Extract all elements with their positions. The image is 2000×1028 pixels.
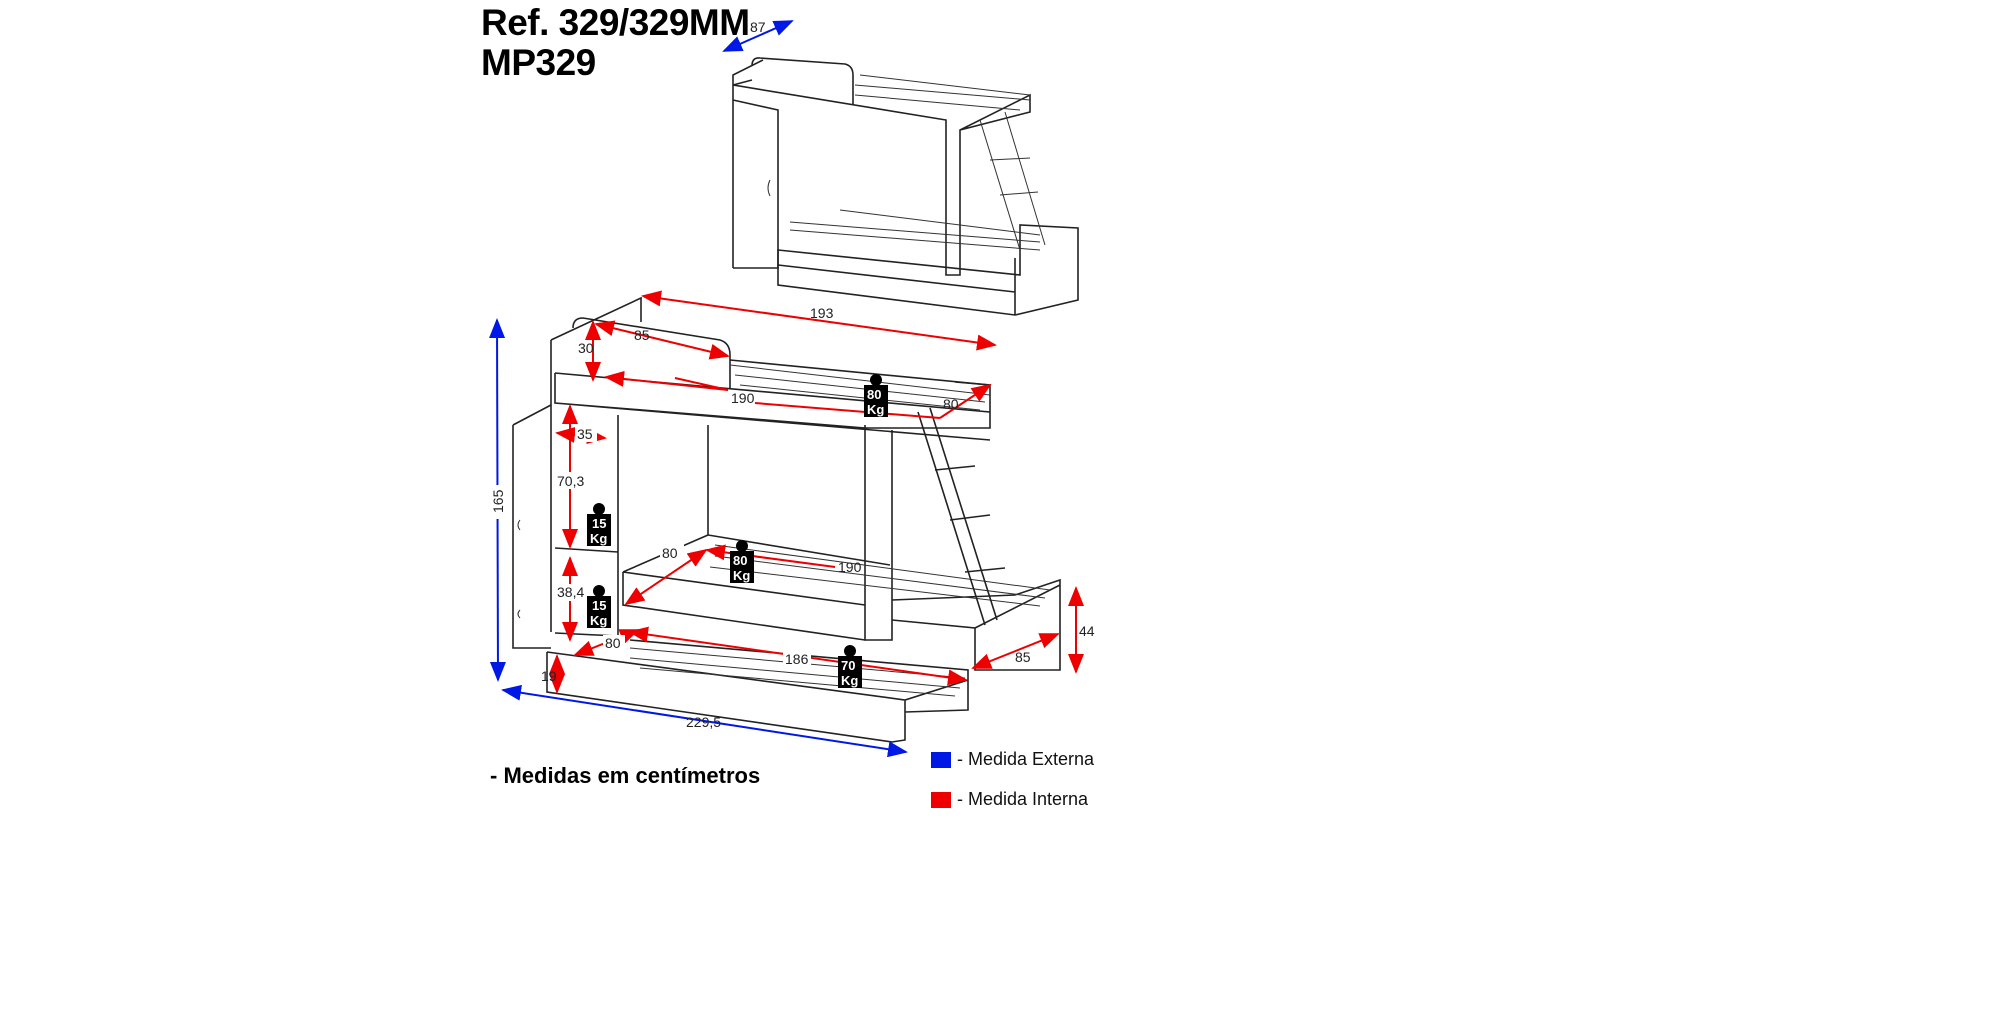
legend-external: - Medida Externa: [931, 749, 1094, 770]
reference-title: Ref. 329/329MM: [481, 2, 750, 43]
dim-186: 186: [785, 651, 809, 667]
dim-80-trundle: 80: [605, 635, 621, 651]
dim-190-upper: 190: [731, 390, 755, 406]
dim-30: 30: [578, 340, 594, 356]
dim-80-lower: 80: [662, 545, 678, 561]
dim-depth-87: 87: [750, 19, 766, 35]
dim-229-5: 229,5: [686, 714, 721, 730]
svg-text:Kg: Kg: [590, 613, 607, 628]
dim-19: 19: [541, 668, 557, 684]
dim-35: 35: [577, 426, 593, 442]
dim-80-upper: 80: [943, 396, 959, 412]
model-code: MP329: [481, 42, 596, 83]
units-note: - Medidas em centímetros: [490, 763, 761, 788]
dim-85-headboard: 85: [634, 327, 650, 343]
dim-85-base: 85: [1015, 649, 1031, 665]
legend-label: - Medida Externa: [957, 749, 1095, 769]
perspective-view-small: 87: [722, 19, 1079, 316]
dim-70-3: 70,3: [557, 473, 584, 489]
svg-text:Kg: Kg: [590, 531, 607, 546]
svg-text:80: 80: [867, 387, 881, 402]
svg-text:70: 70: [841, 658, 855, 673]
legend-swatch-red: [931, 791, 951, 808]
dim-190-lower: 190: [838, 559, 862, 575]
svg-text:Kg: Kg: [841, 673, 858, 688]
legend-internal: - Medida Interna: [931, 789, 1088, 810]
dim-165: 165: [490, 489, 506, 513]
legend-label: - Medida Interna: [957, 789, 1089, 809]
svg-text:Kg: Kg: [867, 402, 884, 417]
dimension-lines: 193 85 30 190 80 165 35 70,3 38,4 80 190…: [488, 290, 1095, 758]
svg-text:Kg: Kg: [733, 568, 750, 583]
svg-text:15: 15: [592, 598, 606, 613]
dim-38-4: 38,4: [557, 584, 584, 600]
dim-193: 193: [810, 305, 834, 321]
legend-swatch-blue: [931, 751, 951, 768]
svg-text:80: 80: [733, 553, 747, 568]
dim-44: 44: [1079, 623, 1095, 639]
svg-text:15: 15: [592, 516, 606, 531]
